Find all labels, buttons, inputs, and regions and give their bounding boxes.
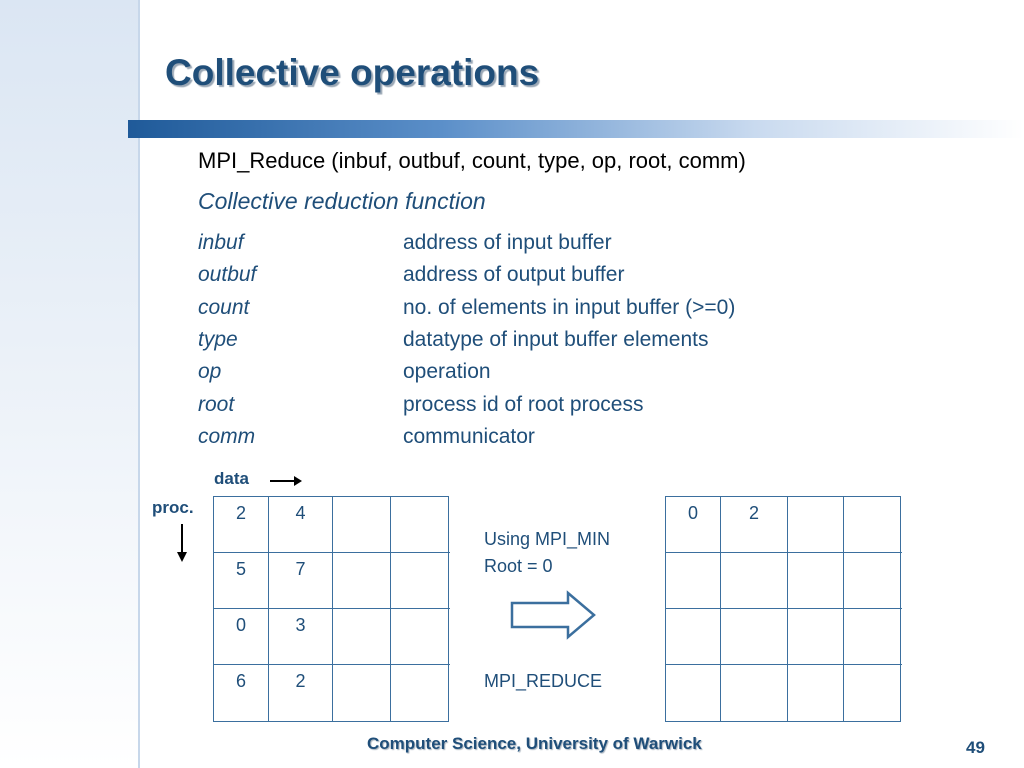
input-grid-cell: 7 <box>269 553 333 609</box>
param-name: count <box>198 295 250 319</box>
footer-text: Computer Science, University of Warwick <box>367 734 702 753</box>
input-grid-cell: 6 <box>214 665 269 721</box>
left-decoration-bar <box>0 0 140 768</box>
using-op-text: Using MPI_MIN <box>484 529 611 549</box>
output-grid-cell <box>721 553 788 609</box>
input-grid-cell <box>391 609 450 665</box>
param-name: outbuf <box>198 263 257 287</box>
mpi-reduce-label: MPI_REDUCE <box>484 671 603 691</box>
output-grid-cell <box>721 609 788 665</box>
output-grid-cell: 0 <box>666 497 721 553</box>
page-number: 49 <box>966 738 985 757</box>
root-text: Root = 0 <box>484 556 553 576</box>
param-description: process id of root process <box>403 392 644 416</box>
input-grid-cell <box>391 553 450 609</box>
param-description: address of input buffer <box>403 231 612 254</box>
input-grid-cell: 2 <box>269 665 333 721</box>
param-description: no. of elements in input buffer (>=0) <box>403 295 736 319</box>
output-grid-cell <box>788 609 844 665</box>
output-grid-cell <box>844 497 902 553</box>
param-description: operation <box>403 360 491 384</box>
output-grid-cell <box>844 609 902 665</box>
input-grid-cell <box>333 609 391 665</box>
slide-title: Collective operations <box>165 52 540 93</box>
input-grid-cell: 5 <box>214 553 269 609</box>
output-grid-cell <box>788 665 844 721</box>
input-grid-cell <box>391 665 450 721</box>
output-grid-cell <box>666 609 721 665</box>
data-direction-arrow-icon <box>270 476 302 486</box>
input-grid-cell <box>333 665 391 721</box>
input-grid-cell: 4 <box>269 497 333 553</box>
left-bar-edge <box>138 0 140 768</box>
function-description: Collective reduction function <box>198 188 486 214</box>
input-grid-cell: 2 <box>214 497 269 553</box>
input-grid-cell: 3 <box>269 609 333 665</box>
param-name: comm <box>198 424 256 448</box>
proc-axis-label: proc. <box>152 498 194 517</box>
output-grid-cell: 2 <box>721 497 788 553</box>
output-grid-cell <box>666 665 721 721</box>
param-description: communicator <box>403 424 535 448</box>
input-grid-cell <box>333 553 391 609</box>
function-signature: MPI_Reduce (inbuf, outbuf, count, type, … <box>198 148 746 173</box>
output-grid-cell <box>666 553 721 609</box>
param-description: datatype of input buffer elements <box>403 327 709 351</box>
input-grid-cell <box>333 497 391 553</box>
data-axis-label: data <box>214 469 249 488</box>
param-description: address of output buffer <box>403 263 625 287</box>
output-grid-cell <box>721 665 788 721</box>
param-name: type <box>198 327 238 351</box>
param-name: op <box>198 360 222 384</box>
reduce-arrow-icon <box>510 590 596 640</box>
input-grid-cell <box>391 497 450 553</box>
title-underline-bar <box>128 120 1024 138</box>
proc-direction-arrow-icon <box>177 524 187 562</box>
output-grid-cell <box>844 553 902 609</box>
output-grid-cell <box>788 497 844 553</box>
input-grid-cell: 0 <box>214 609 269 665</box>
output-grid-cell <box>844 665 902 721</box>
param-name: root <box>198 392 235 416</box>
output-grid-cell <box>788 553 844 609</box>
param-name: inbuf <box>198 231 244 254</box>
